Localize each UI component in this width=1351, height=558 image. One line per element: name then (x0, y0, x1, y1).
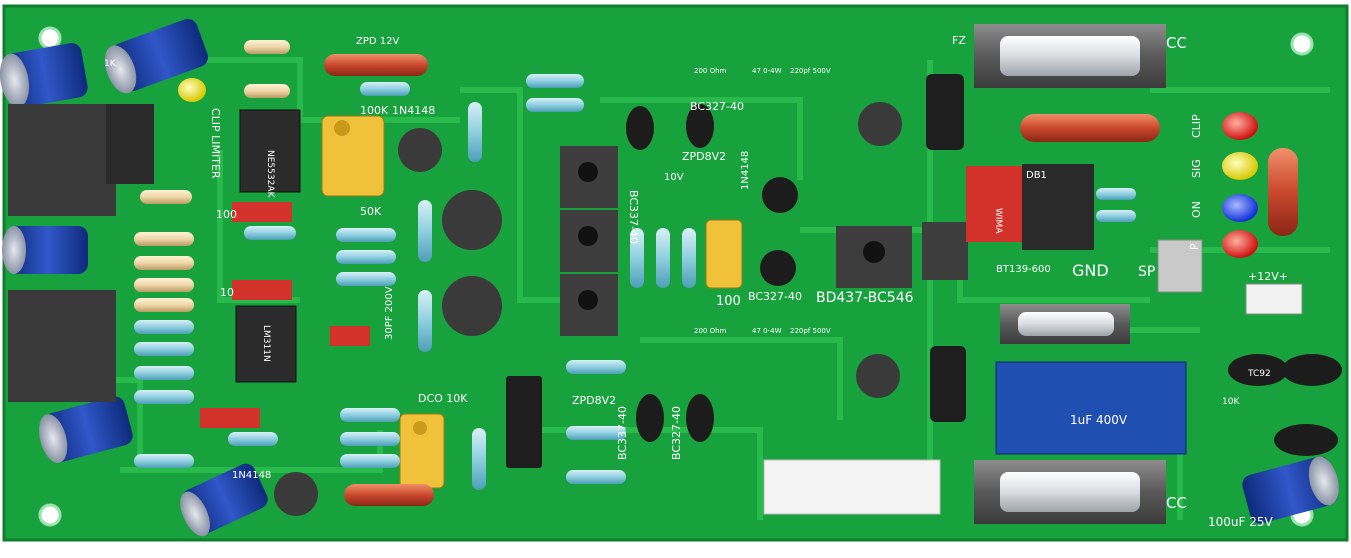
bc327-mid-label: BC327-40 (748, 290, 802, 303)
gnd-label: GND (1072, 261, 1109, 280)
r100-label: 100 (216, 208, 237, 221)
cap-30pf-label: 30PF 200V (384, 286, 395, 340)
input-transformers (8, 104, 154, 402)
led-sig-label: SIG (1190, 159, 1203, 178)
bc337-top-label: BC337-40 (627, 190, 640, 244)
db1-label: DB1 (1026, 170, 1047, 181)
1n4148-bottom-label: 1N4148 (232, 470, 271, 481)
1n4148-top-label: 1N4148 (392, 104, 435, 117)
r10k-label: 10K (1222, 397, 1240, 407)
led-p-label: P (1188, 243, 1201, 250)
fuse-mid (1000, 304, 1130, 344)
cc-bottom-label: CC (1166, 494, 1187, 512)
ic-lm311: LM311N (235, 305, 297, 383)
led-clip-label: CLIP (1190, 114, 1203, 138)
r1k-label: 1K (104, 59, 117, 69)
bridge-rectifier: DB1 BT139-600 GND (996, 164, 1109, 280)
r200ohm-top-label: 200 Ohm (694, 67, 727, 75)
zpd8v2-bottom-label: ZPD8V2 (572, 394, 616, 407)
bc327-bottom-label: BC327-40 (670, 406, 683, 460)
zpd12v-label: ZPD 12V (356, 36, 399, 47)
cap220pf-top-label: 220pf 500V (790, 67, 831, 75)
cap100uf-label: 100uF 25V (1208, 515, 1273, 529)
electrolytic-caps (0, 18, 1339, 537)
r47ohm-bot-label: 47 0-4W (752, 327, 782, 335)
fz-label: FZ (952, 34, 966, 47)
relay-label: 1uF 400V (1070, 413, 1128, 427)
wima-capacitors: WIMA (200, 166, 1022, 428)
round-heatsinks (274, 102, 902, 516)
speaker-terminal: SP +12V+ (1138, 239, 1303, 315)
bc327-top-label: BC327-40 (690, 100, 744, 113)
ne5532-label: NE5532AK (265, 150, 275, 198)
led-on-label: ON (1190, 201, 1203, 218)
tip100-label: 100 (716, 294, 741, 309)
white-block (763, 459, 941, 515)
r10-label: 10 (220, 286, 234, 299)
bc337-bottom-label: BC337-40 (616, 406, 629, 460)
lm311-label: LM311N (261, 325, 271, 362)
trim-50k-label: 50K (360, 205, 382, 218)
plus12v-label: +12V+ (1248, 270, 1288, 283)
tc92-label: TC92 (1247, 369, 1271, 379)
ten-v-label: 10V (664, 172, 684, 183)
status-leds: CLIP SIG ON P (178, 78, 1258, 258)
relay-1uf: 1uF 400V (995, 361, 1187, 455)
wima-label: WIMA (993, 208, 1003, 234)
r100k-label: 100K (360, 104, 389, 117)
dco10k-label: DCO 10K (418, 392, 468, 405)
r47ohm-top-label: 47 0-4W (752, 67, 782, 75)
1n4148-mid-label: 1N4148 (740, 151, 751, 190)
sp-label: SP (1138, 264, 1155, 280)
cap220pf-bot-label: 220pf 500V (790, 327, 831, 335)
resistors (134, 40, 1298, 506)
to92-transistors (626, 104, 1342, 456)
silkscreen-text: ZPD 12V 100K 1N4148 CLIP LIMITER 100 10 … (104, 36, 1273, 529)
r200ohm-bot-label: 200 Ohm (694, 327, 727, 335)
zpd8v2-top-label: ZPD8V2 (682, 150, 726, 163)
clip-limiter-label: CLIP LIMITER (209, 108, 222, 179)
fuse-holder-bottom: CC (974, 460, 1187, 524)
trimmer-50k: 50K (321, 115, 385, 218)
trimmer-dco: DCO 10K (399, 392, 468, 489)
ic-ne5532: NE5532AK (239, 109, 301, 198)
bt139-label: BT139-600 (996, 264, 1051, 275)
power-transistors (560, 146, 968, 336)
fuse-holder-top: FZ CC (952, 24, 1187, 88)
trimmer-mid: 100 (705, 219, 743, 309)
bd437-label: BD437-BC546 (816, 290, 914, 306)
black-caps (506, 74, 966, 468)
cc-top-label: CC (1166, 34, 1187, 52)
